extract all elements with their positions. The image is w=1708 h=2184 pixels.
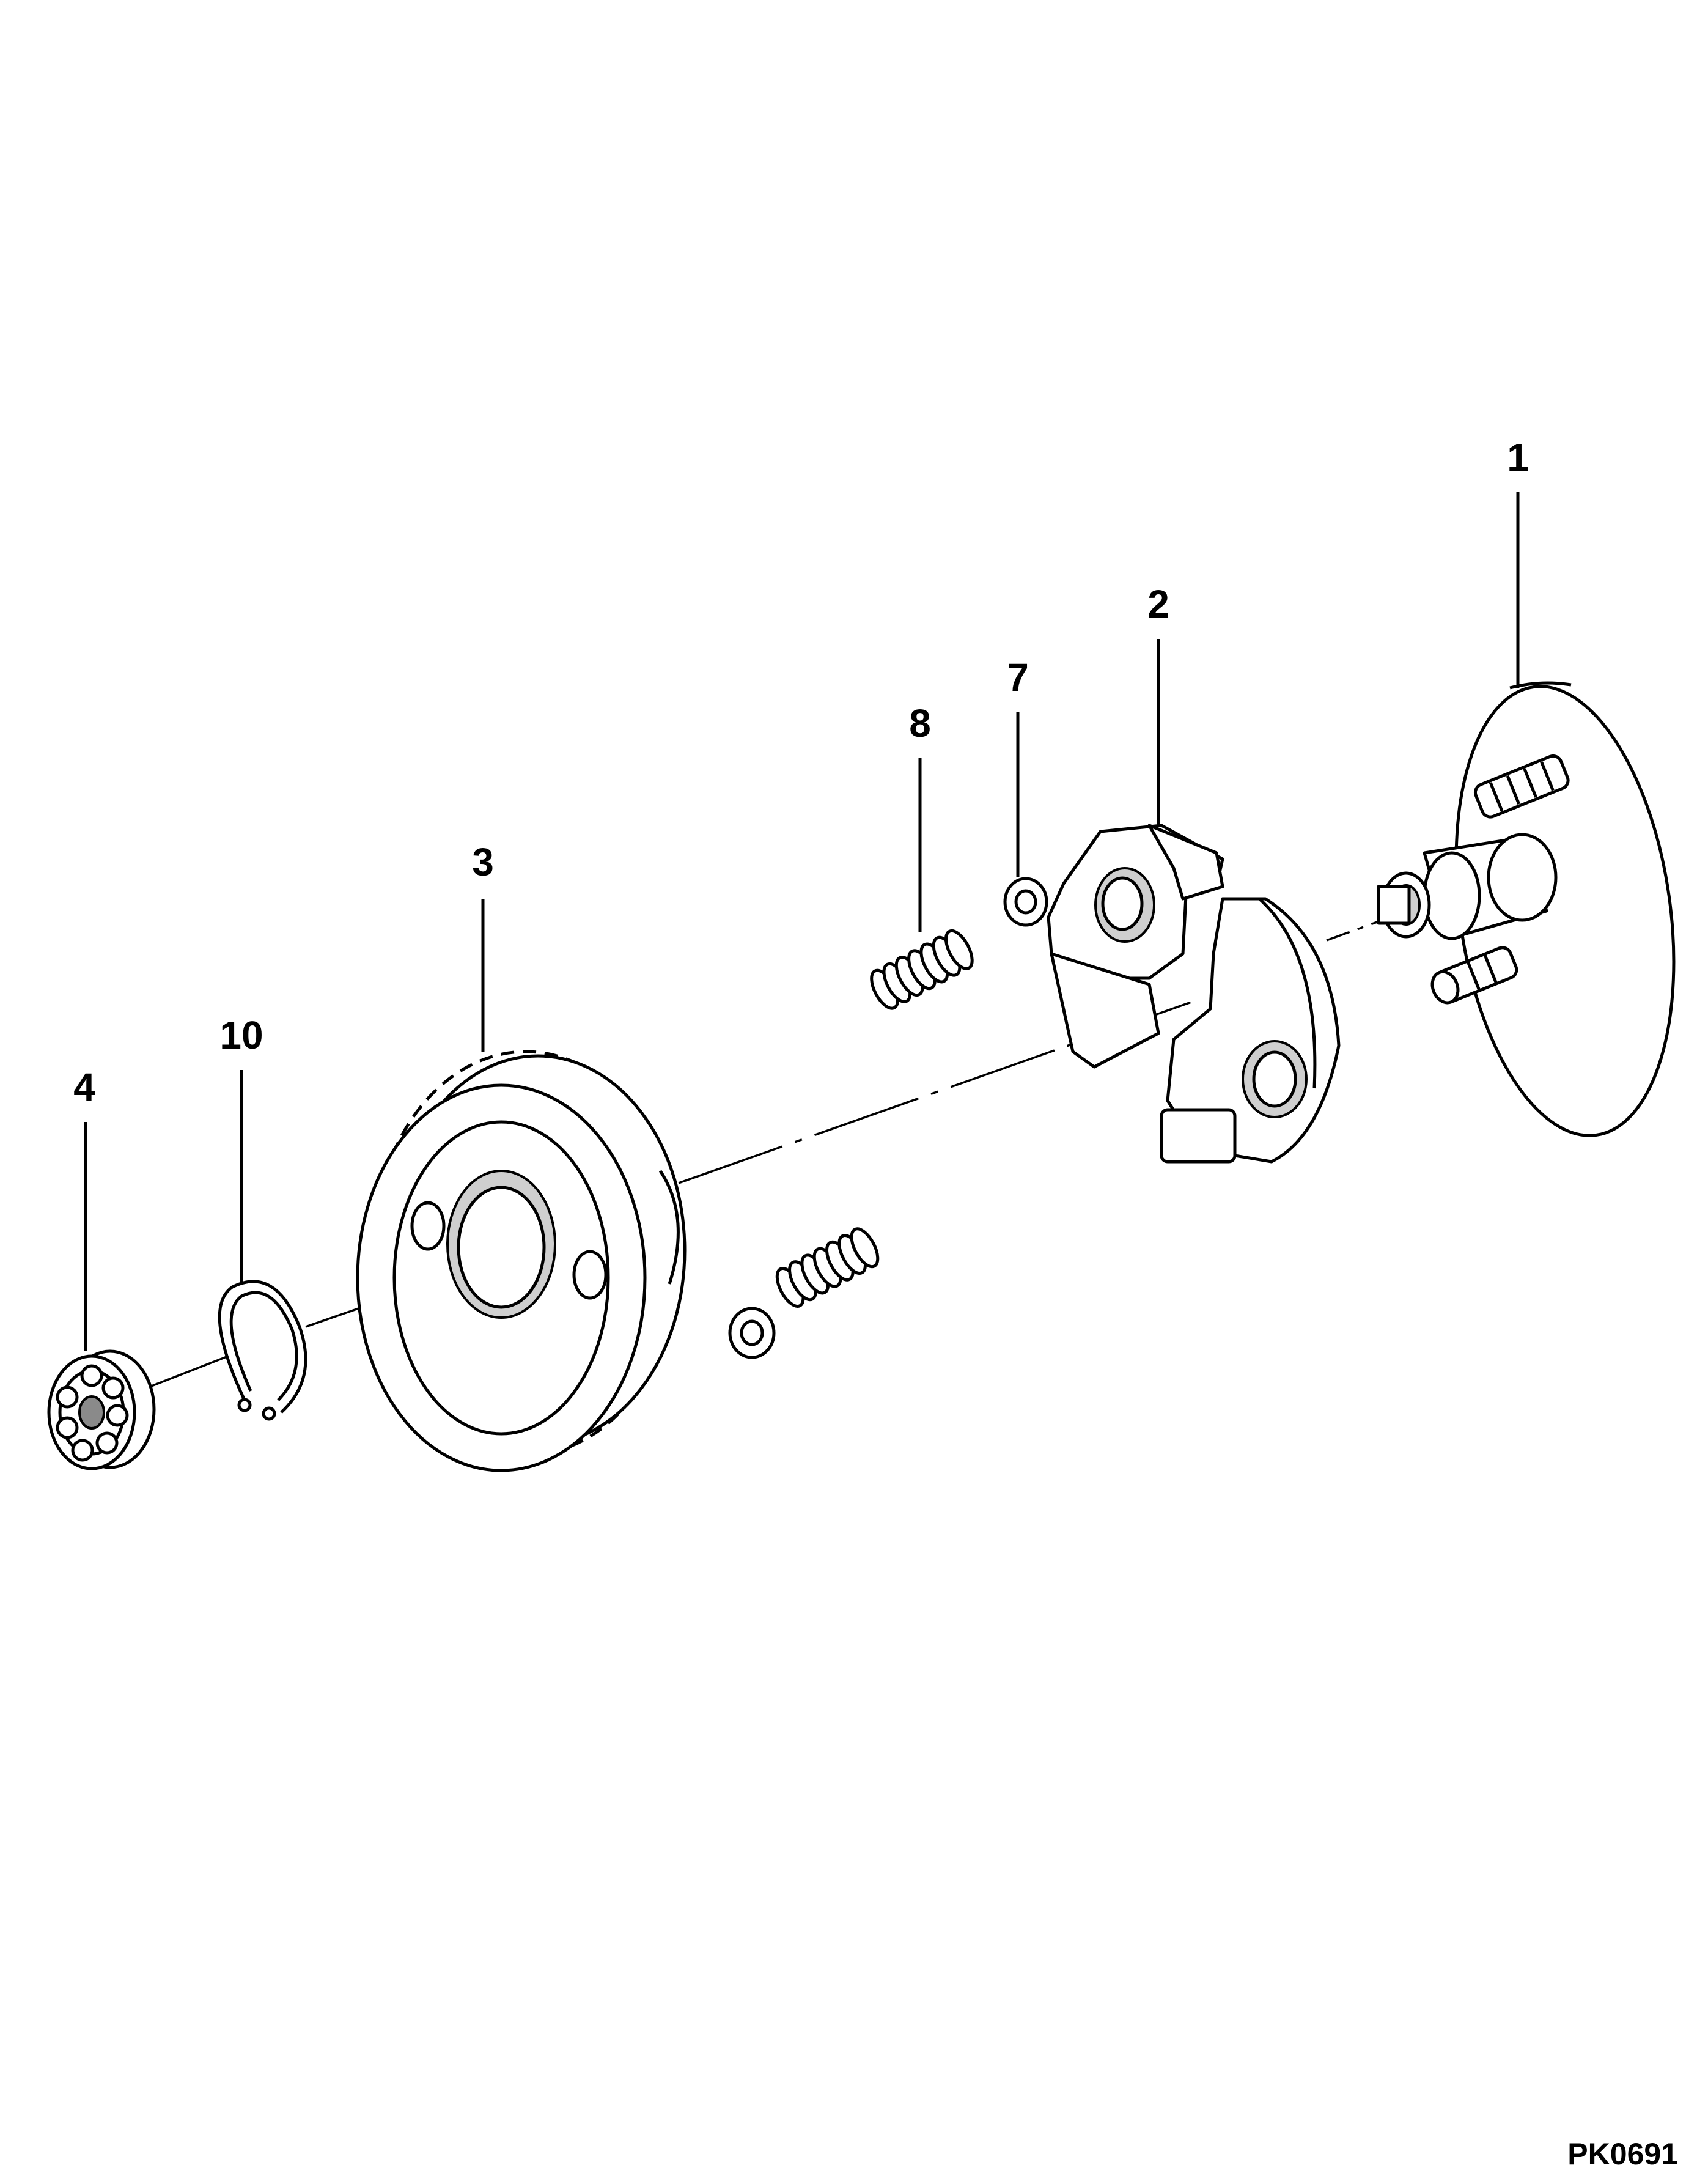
part-2-flyweights [1047,824,1341,1164]
part-1-drive-hub [1377,681,1676,1137]
part-4-bearing [47,1349,156,1470]
callout-4: 4 [73,1065,95,1109]
part-8-springs [775,929,974,1308]
callout-10: 10 [219,1013,263,1057]
callout-3: 3 [472,840,494,884]
callout-8: 8 [909,701,931,745]
part-10-circlip [218,1280,307,1421]
callout-1: 1 [1507,435,1529,479]
part-7-washers [728,877,1048,1359]
callout-7: 7 [1007,655,1029,699]
callout-2: 2 [1147,582,1169,626]
leader-lines [84,492,1520,1351]
part-3-gear [356,1050,687,1472]
figure-code: PK0691 [1567,2137,1678,2171]
